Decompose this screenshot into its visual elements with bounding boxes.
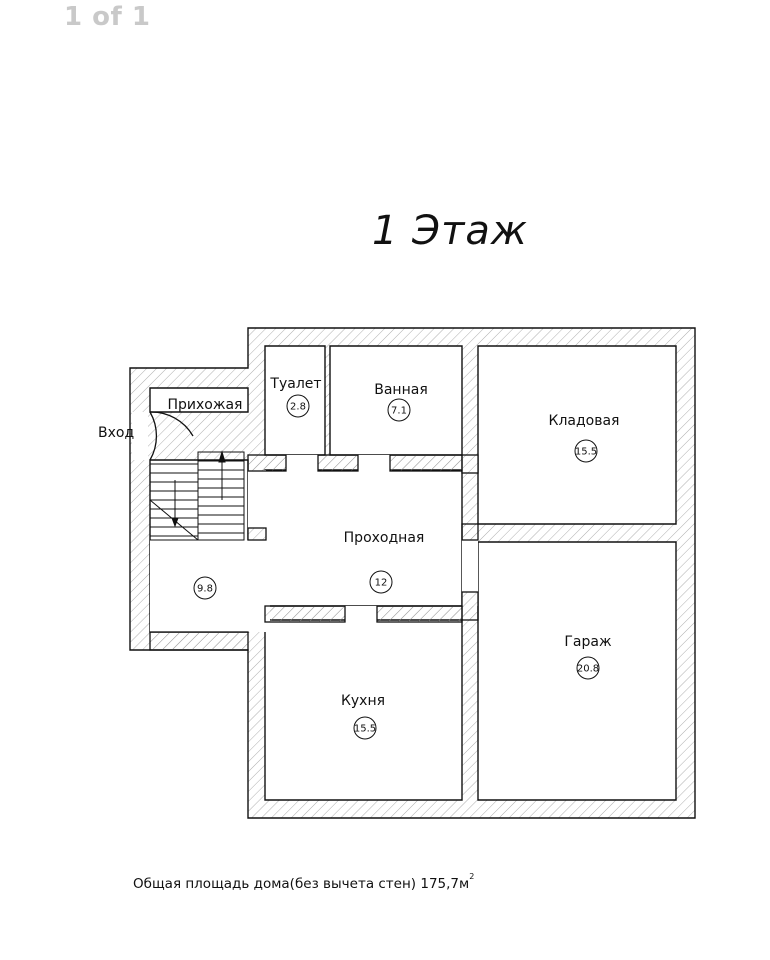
room-6-area: 20.8 xyxy=(577,664,599,675)
total-area-note: Общая площадь дома(без вычета стен) 175,… xyxy=(133,872,474,892)
total-area-text: Общая площадь дома(без вычета стен) 175,… xyxy=(133,876,470,892)
room-2-area-circle xyxy=(387,398,411,422)
room-5-area: 15.5 xyxy=(354,724,376,735)
room-4-area-circle xyxy=(369,570,393,594)
room-5-area-circle xyxy=(353,716,377,740)
room-6-area-circle xyxy=(576,656,600,680)
room-0-area: 9.8 xyxy=(197,584,213,595)
staircase xyxy=(149,450,245,541)
room-1-area-circle xyxy=(286,394,310,418)
room-4-name: Проходная xyxy=(344,530,425,546)
entrance-door xyxy=(149,411,194,461)
floor-title: 1 Этаж xyxy=(372,208,528,254)
room-2-name: Ванная xyxy=(374,382,428,398)
room-1-name: Туалет xyxy=(269,376,321,392)
room-0-name: Прихожая xyxy=(168,397,243,413)
room-3-name: Кладовая xyxy=(549,413,620,429)
entrance-label: Вход xyxy=(98,425,134,441)
page-indicator: 1 of 1 xyxy=(64,2,151,32)
room-4-area: 12 xyxy=(375,578,388,589)
total-area-superscript: 2 xyxy=(469,872,475,881)
room-0-area-circle xyxy=(193,576,217,600)
interior-walls xyxy=(149,454,479,651)
room-3-area-circle xyxy=(574,439,598,463)
room-1-area: 2.8 xyxy=(290,402,306,413)
room-5-name: Кухня xyxy=(341,693,385,709)
room-3-area: 15.5 xyxy=(575,447,597,458)
room-6-name: Гараж xyxy=(564,634,612,650)
room-2-area: 7.1 xyxy=(391,406,407,417)
